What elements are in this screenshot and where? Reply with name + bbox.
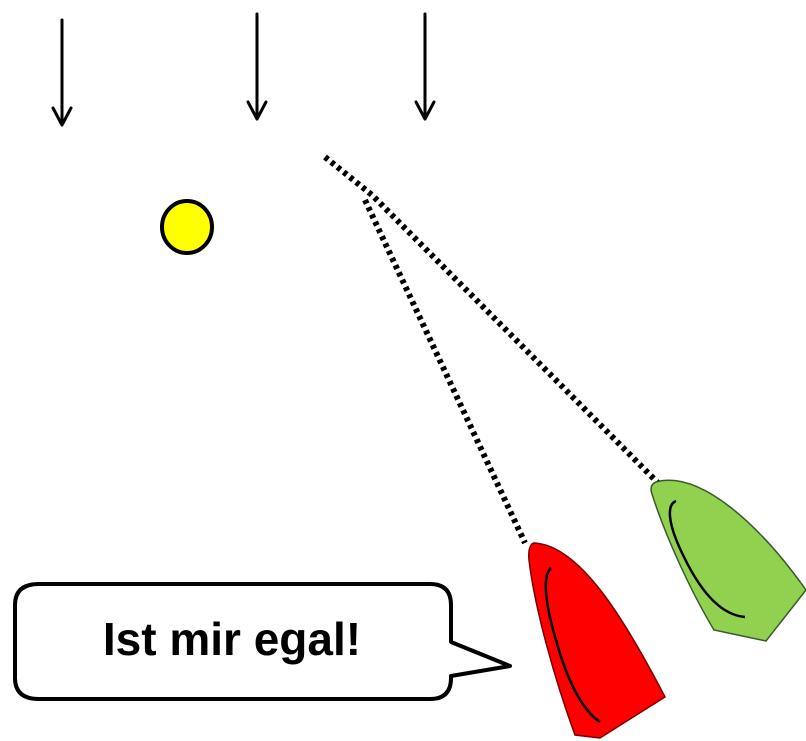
red-boat xyxy=(528,542,666,739)
red-boat-hull xyxy=(528,542,666,739)
green-boat-hull xyxy=(650,479,806,642)
course-lines xyxy=(323,154,673,545)
wind-arrow-3 xyxy=(414,12,436,121)
green-boat-sheet xyxy=(668,499,746,619)
speech-bubble-text: Ist mir egal! xyxy=(103,613,361,665)
green-boat xyxy=(650,479,806,642)
course-line-green xyxy=(323,154,673,498)
course-line-red xyxy=(362,198,528,545)
red-boat-sheet xyxy=(544,567,601,724)
mark-buoy xyxy=(160,199,214,255)
wind-arrows xyxy=(51,12,436,127)
wind-arrow-2 xyxy=(246,12,268,121)
speech-bubble: Ist mir egal! xyxy=(13,582,512,701)
speech-bubble-outline xyxy=(13,582,512,701)
wind-arrow-1 xyxy=(51,18,73,127)
